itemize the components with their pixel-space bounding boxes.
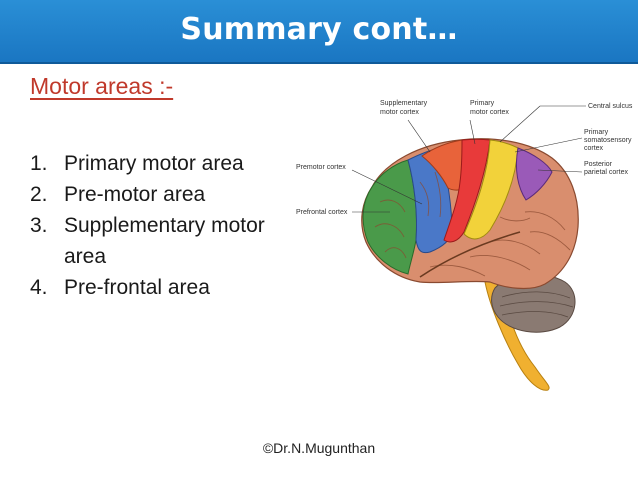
brain-diagram: Supplementary motor cortex Primary motor… xyxy=(296,100,633,391)
list-item-text: Primary motor area xyxy=(64,152,244,175)
label-prefrontal: Prefrontal cortex xyxy=(296,209,348,216)
list-item-number: 2. xyxy=(30,183,48,206)
somatosensory-cortex xyxy=(463,139,519,240)
list-item-number: 1. xyxy=(30,152,48,175)
label-supplementary-1: Supplementary xyxy=(380,100,428,107)
list-item: 2. Pre-motor area xyxy=(30,179,300,210)
lateral-sulcus xyxy=(419,231,521,278)
label-primary-motor-2: motor cortex xyxy=(470,109,509,116)
list-item: 1. Primary motor area xyxy=(30,148,300,179)
list-item: 3. Supplementary motor area xyxy=(30,210,300,272)
motor-areas-list: 1. Primary motor area 2. Pre-motor area 3.… xyxy=(30,148,300,303)
gyri-texture xyxy=(374,171,571,277)
label-premotor: Premotor cortex xyxy=(296,164,346,171)
list-item-number: 3. xyxy=(30,214,48,237)
list-item: 4. Pre-frontal area xyxy=(30,272,300,303)
credit-text: ©Dr.N.Mugunthan xyxy=(262,440,376,456)
list-item-text: Supplementary motor area xyxy=(64,214,265,268)
label-somato-3: cortex xyxy=(584,145,604,152)
label-somato-1: Primary xyxy=(584,129,609,136)
title-bar: Summary cont… xyxy=(0,0,638,64)
list-item-text: Pre-motor area xyxy=(64,183,206,206)
prefrontal-cortex xyxy=(362,159,418,275)
primary-motor-cortex xyxy=(443,138,491,243)
list-item-number: 4. xyxy=(30,276,48,299)
slide-subtitle: Motor areas :- xyxy=(30,73,174,99)
label-supplementary-2: motor cortex xyxy=(380,109,419,116)
label-primary-motor-1: Primary xyxy=(470,100,495,107)
label-somato-2: somatosensory xyxy=(584,137,632,144)
leader-lines xyxy=(351,105,586,213)
label-central-sulcus: Central sulcus xyxy=(588,103,633,110)
posterior-parietal-cortex xyxy=(515,147,553,201)
list-item-text: Pre-frontal area xyxy=(64,276,210,299)
cerebellum-folia xyxy=(499,291,574,318)
slide-title: Summary cont… xyxy=(180,12,458,47)
label-posterior-2: parietal cortex xyxy=(584,169,628,176)
label-posterior-1: Posterior xyxy=(584,161,613,168)
